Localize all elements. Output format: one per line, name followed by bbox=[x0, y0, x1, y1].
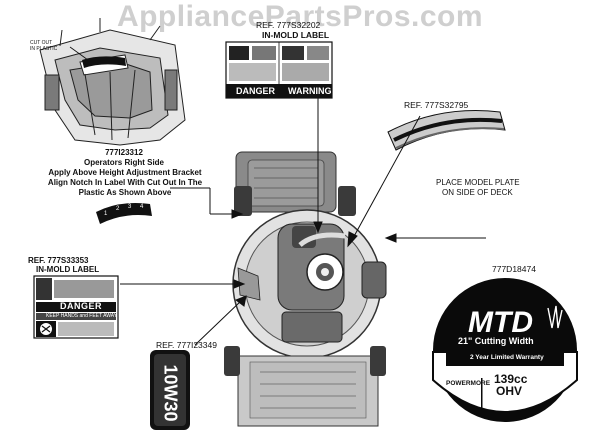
dial-number-1: 1 bbox=[104, 211, 108, 217]
powermore-text: POWERMORE bbox=[446, 380, 491, 387]
part-777i23312: 777I23312 bbox=[105, 148, 143, 157]
cutting-width: 21" Cutting Width bbox=[458, 336, 534, 346]
keep-hands-text: KEEP HANDS and FEET AWAY bbox=[46, 313, 118, 319]
watermark: AppliancePartsPros.com bbox=[116, 0, 484, 33]
height-bracket-sketch bbox=[39, 18, 186, 146]
danger-word: DANGER bbox=[236, 86, 276, 96]
inmold-warning-label bbox=[225, 41, 333, 99]
operators-right-side: Operators Right Side bbox=[83, 158, 164, 167]
mtd-model-plate bbox=[432, 278, 578, 422]
inmold-top-sub: IN-MOLD LABEL bbox=[262, 30, 330, 40]
place-model-plate-2: ON SIDE OF DECK bbox=[442, 188, 513, 197]
ref-777i23349: REF. 777I23349 bbox=[156, 340, 217, 350]
instruction-line-3: Plastic As Shown Above bbox=[78, 188, 172, 197]
control-bar-label bbox=[387, 110, 506, 151]
inmold-top-ref: REF. 777S32202 bbox=[256, 20, 321, 30]
ohv-text: OHV bbox=[496, 384, 523, 398]
instruction-line-1: Apply Above Height Adjustment Bracket bbox=[48, 168, 202, 177]
dial-number-2: 2 bbox=[116, 206, 120, 212]
oil-label bbox=[150, 350, 190, 430]
dial-number-3: 3 bbox=[128, 204, 132, 210]
cc-text: 139cc bbox=[494, 372, 528, 386]
warning-word: WARNING bbox=[288, 86, 332, 96]
mower-body bbox=[224, 151, 387, 427]
danger-small-word: DANGER bbox=[60, 301, 103, 311]
cut-out-label-2: IN PLASTIC bbox=[30, 46, 58, 52]
instruction-line-2: Align Notch In Label With Cut Out In The bbox=[47, 178, 203, 187]
oil-label-text: 10W30 bbox=[160, 364, 181, 422]
cut-out-dial-label bbox=[69, 46, 126, 68]
cut-out-label-1: CUT OUT bbox=[30, 40, 53, 46]
part-777d18474: 777D18474 bbox=[492, 264, 536, 274]
danger-keep-hands-label bbox=[33, 275, 119, 339]
ref-777s33353: REF. 777S33353 bbox=[28, 256, 89, 265]
leader-lines bbox=[120, 98, 486, 346]
place-model-plate-1: PLACE MODEL PLATE bbox=[436, 178, 520, 187]
ref-777s32795: REF. 777S32795 bbox=[404, 100, 469, 110]
inmold-left-sub: IN-MOLD LABEL bbox=[36, 265, 100, 274]
dial-number-4: 4 bbox=[140, 204, 144, 210]
height-dial-label bbox=[96, 203, 152, 224]
mtd-brand: MTD bbox=[468, 306, 533, 339]
warranty-text: 2 Year Limited Warranty bbox=[470, 354, 544, 361]
